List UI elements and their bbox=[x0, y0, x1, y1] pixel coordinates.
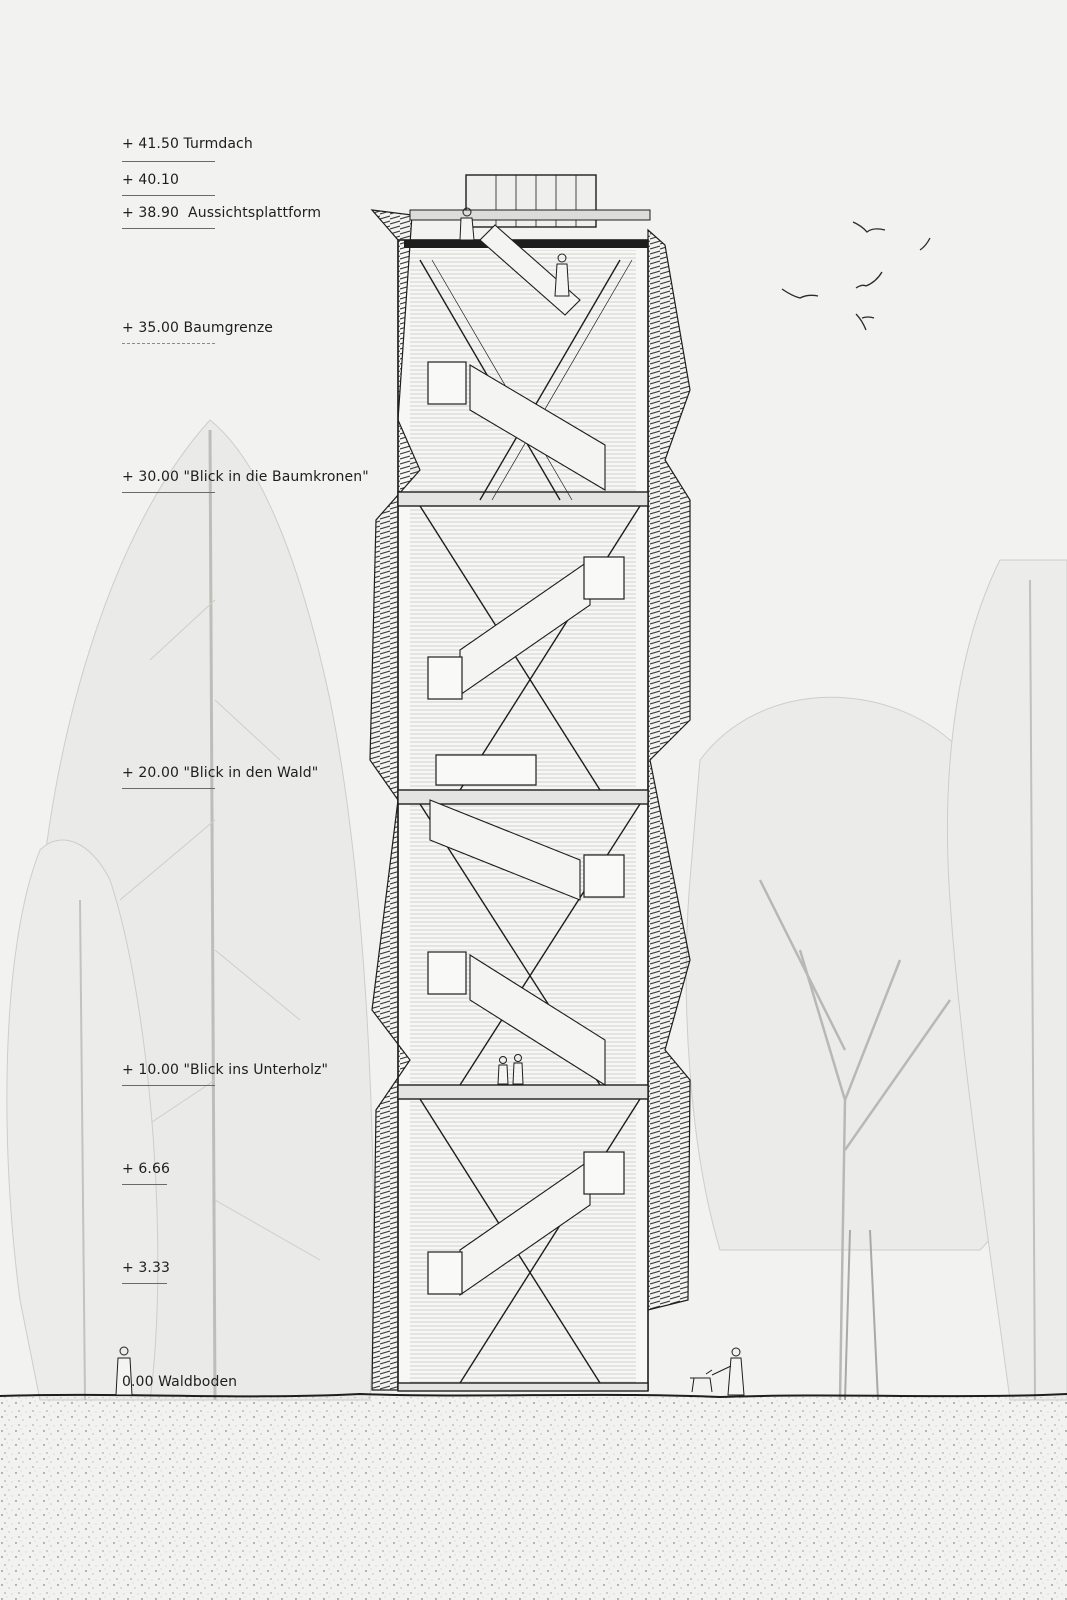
stair-landings bbox=[427, 361, 625, 1295]
level-label-aussichtsplattform: + 38.90 Aussichtsplattform bbox=[122, 205, 322, 221]
stairs bbox=[429, 224, 606, 1297]
level-line-3-33 bbox=[122, 1283, 167, 1284]
ground bbox=[0, 1392, 1067, 1600]
level-label-turmdach: + 41.50 Turmdach bbox=[122, 136, 253, 152]
bird-4 bbox=[781, 288, 819, 299]
bird-2 bbox=[919, 237, 931, 251]
bird-1 bbox=[852, 221, 886, 233]
tree-left-small bbox=[6, 839, 159, 1401]
birds bbox=[781, 221, 931, 331]
level-label-40-10: + 40.10 bbox=[122, 172, 179, 188]
tower bbox=[369, 174, 691, 1392]
level-label-6-66: + 6.66 bbox=[122, 1161, 170, 1177]
person-with-dog bbox=[690, 1347, 745, 1396]
tower-skin-right bbox=[647, 228, 691, 1311]
person-on-platform bbox=[459, 207, 475, 241]
bird-5 bbox=[855, 313, 875, 331]
level-line-aussichtsplattform bbox=[122, 228, 215, 229]
people bbox=[115, 207, 745, 1396]
people-level-10 bbox=[497, 1054, 524, 1085]
level-line-wald bbox=[122, 788, 215, 789]
level-label-wald: + 20.00 "Blick in den Wald" bbox=[122, 765, 319, 781]
level-label-unterholz: + 10.00 "Blick ins Unterholz" bbox=[122, 1062, 329, 1078]
level-line-6-66 bbox=[122, 1184, 167, 1185]
background-trees bbox=[6, 419, 1067, 1401]
level-line-baumgrenze bbox=[122, 343, 215, 344]
level-label-baumkronen: + 30.00 "Blick in die Baumkronen" bbox=[122, 469, 369, 485]
tower-skin-left bbox=[369, 209, 421, 1391]
platform-roof bbox=[409, 209, 651, 221]
level-line-turmdach bbox=[122, 161, 215, 162]
level-label-3-33: + 3.33 bbox=[122, 1260, 170, 1276]
level-label-baumgrenze: + 35.00 Baumgrenze bbox=[122, 320, 273, 336]
level-line-unterholz bbox=[122, 1085, 215, 1086]
level-label-waldboden: 0.00 Waldboden bbox=[122, 1374, 238, 1390]
ground-line bbox=[0, 1392, 1067, 1399]
person-left bbox=[115, 1346, 133, 1396]
platform-deck bbox=[404, 240, 648, 248]
person-on-stairs bbox=[554, 253, 570, 297]
level-line-40-10 bbox=[122, 195, 215, 196]
bird-3 bbox=[855, 271, 883, 289]
tree-right-trunk bbox=[844, 1229, 879, 1401]
level-line-baumkronen bbox=[122, 492, 215, 493]
floor-slabs bbox=[397, 491, 649, 1392]
tree-right-conifer bbox=[946, 559, 1067, 1401]
